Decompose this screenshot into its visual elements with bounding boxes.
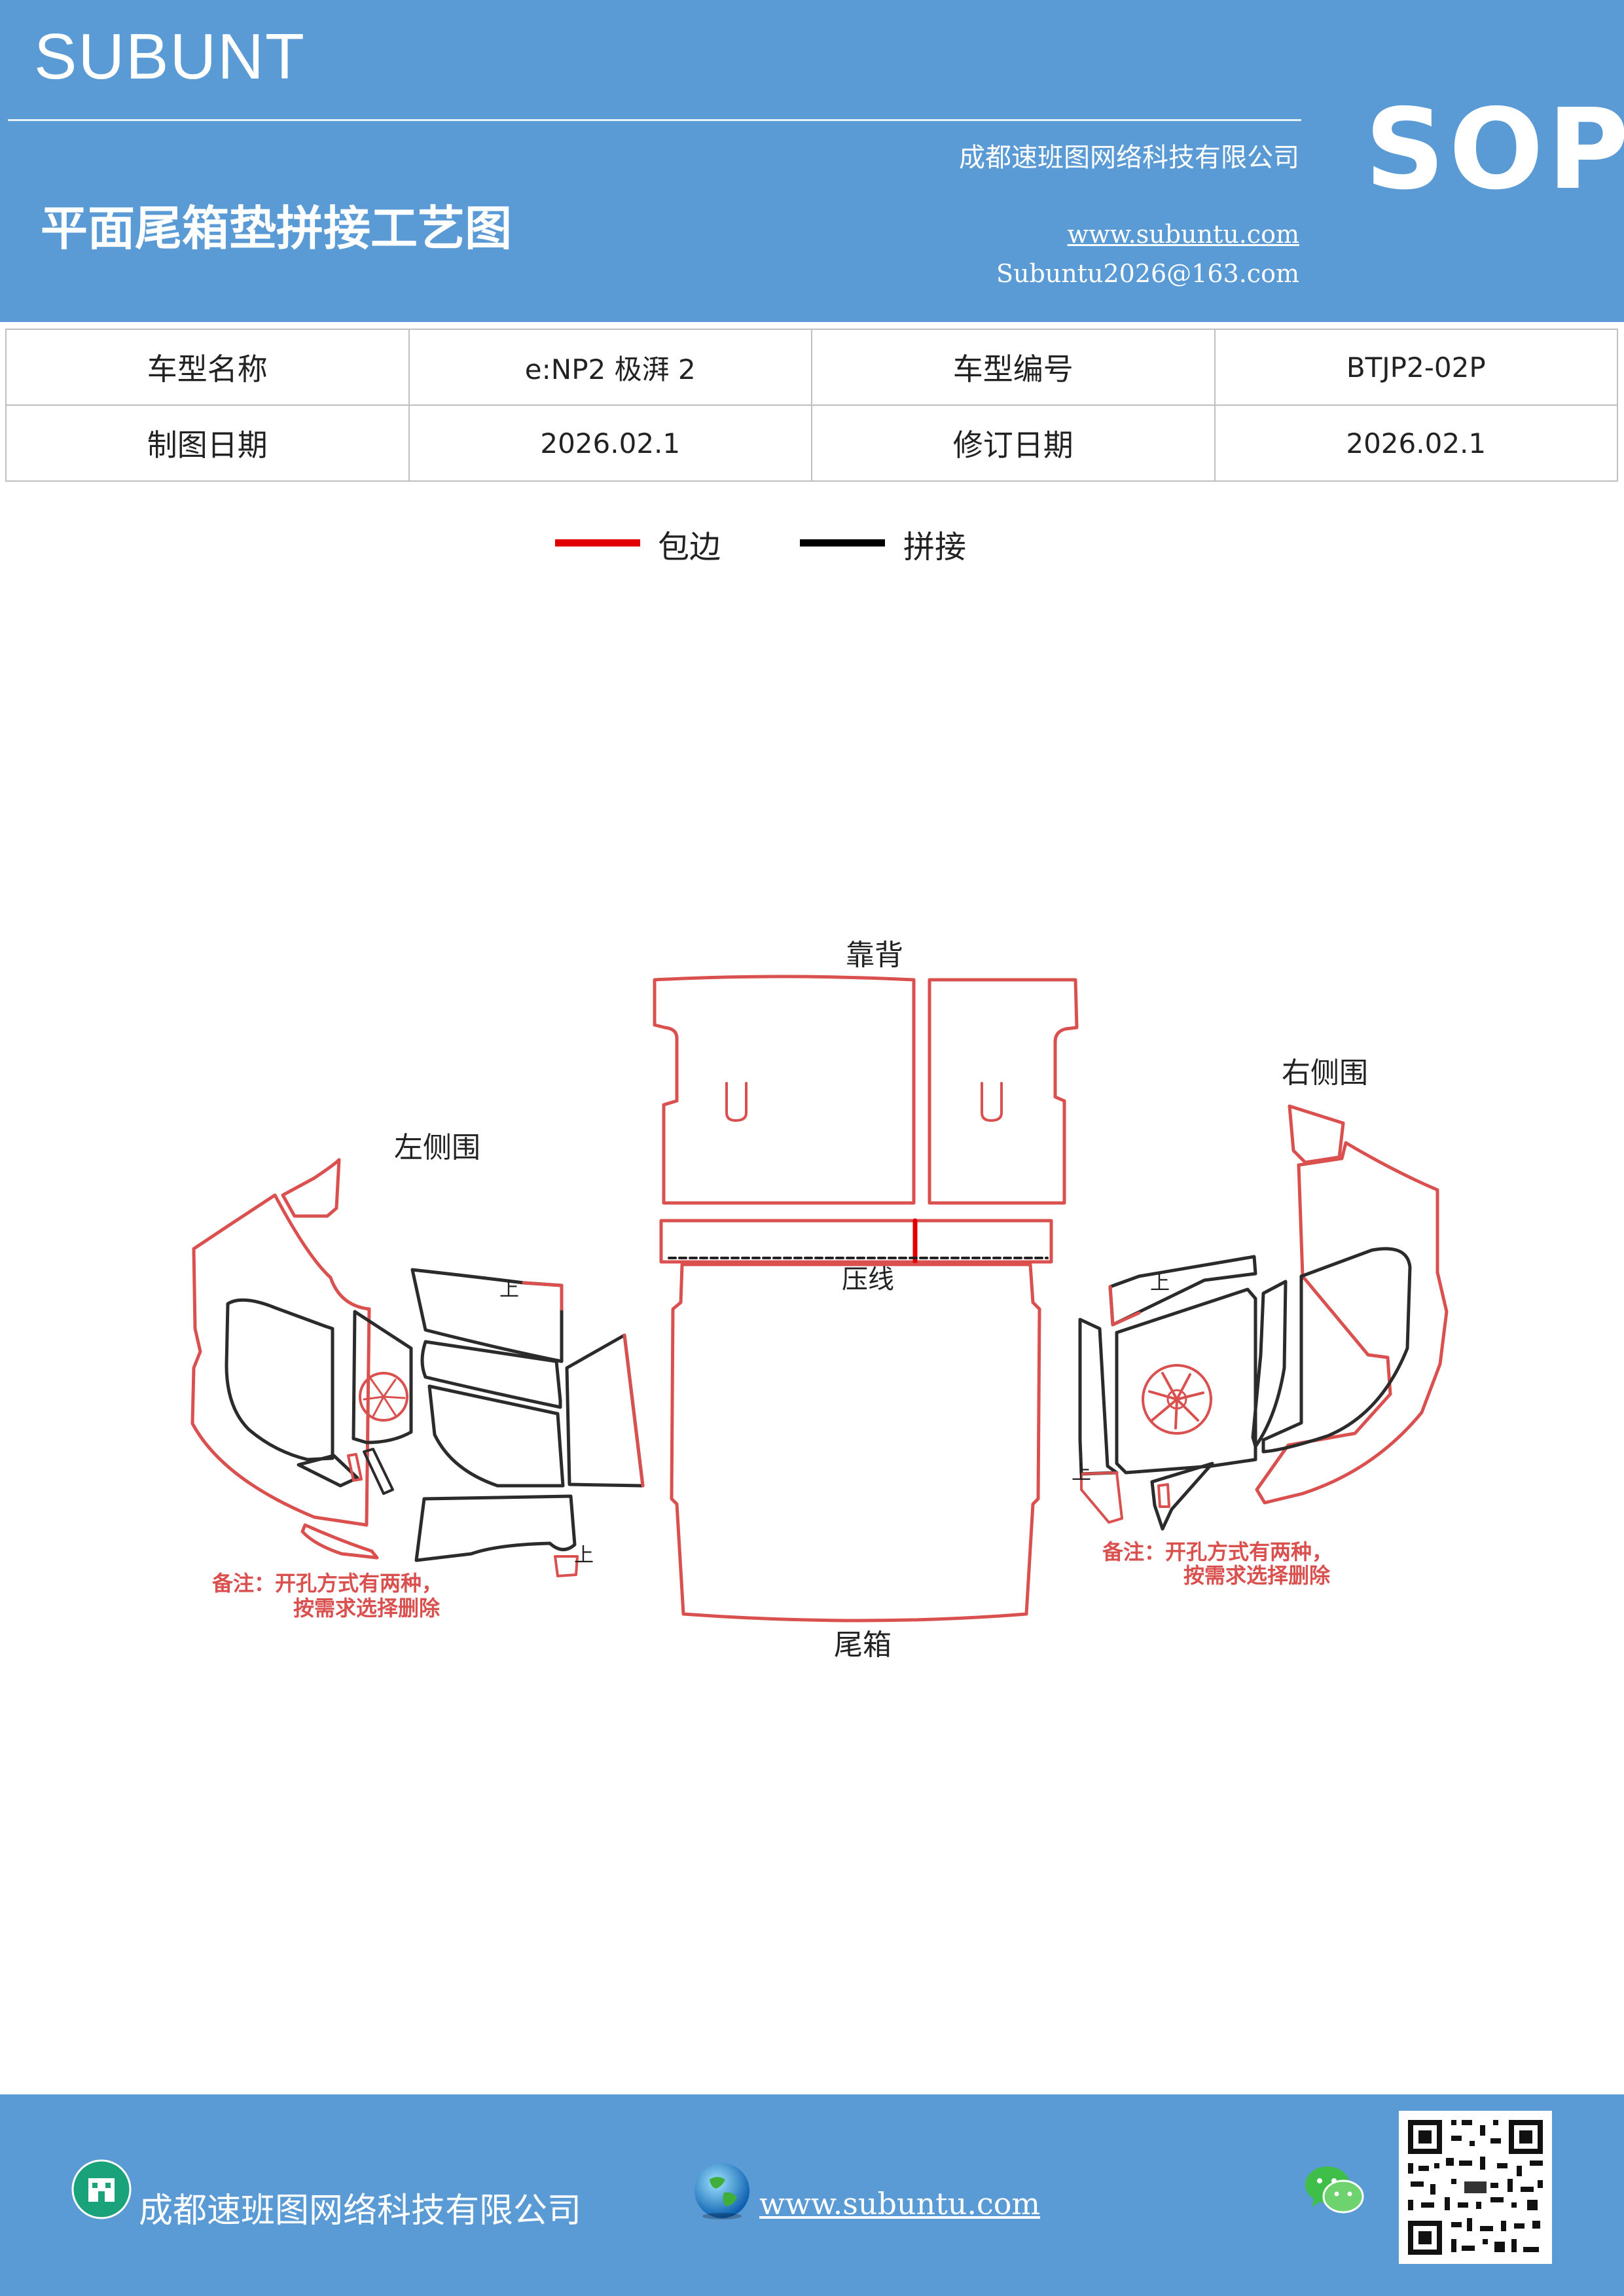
label-press-line: 压线 [842, 1265, 894, 1295]
company-name: 成都速班图网络科技有限公司 [959, 143, 1299, 173]
left-fan-piece [352, 1310, 413, 1444]
left-upper-piece [410, 1268, 564, 1363]
legend-item-edge [555, 517, 686, 576]
left-small-strip [297, 1454, 359, 1488]
table-row: 车型名称 e:NP2 极湃 2 车型编号 BTJP2-02P [5, 329, 1618, 406]
right-main-piece [1115, 1287, 1257, 1475]
left-bottom-piece [414, 1494, 577, 1562]
legend-label-edge: 包边 [658, 529, 721, 565]
model-name-label: 车型名称 [5, 329, 410, 406]
label-right-side: 右侧围 [1282, 1056, 1368, 1090]
right-bottom-tab [1080, 1471, 1123, 1524]
right-tiny-tab [1157, 1483, 1170, 1508]
press-line-strip [659, 1219, 1053, 1264]
note-left-line1: 备注：开孔方式有两种， [212, 1571, 442, 1596]
label-trunk: 尾箱 [834, 1628, 892, 1662]
note-left-line2: 按需求选择删除 [293, 1596, 441, 1621]
label-up-mark: 上 [1072, 1462, 1091, 1484]
legend-swatch-black [800, 539, 885, 547]
left-lower-sliver [300, 1523, 379, 1560]
label-left-side: 左侧围 [394, 1131, 480, 1164]
model-code-label: 车型编号 [811, 329, 1216, 406]
note-right-line1: 备注：开孔方式有两种， [1102, 1539, 1333, 1564]
backrest-left-slot [725, 1082, 748, 1122]
revision-date-value: 2026.02.1 [1214, 404, 1618, 482]
left-tiny-tab-b [363, 1448, 394, 1495]
qr-code-pattern [1399, 2111, 1552, 2264]
draw-date-value: 2026.02.1 [408, 404, 812, 482]
wechat-icon[interactable] [1303, 2162, 1365, 2217]
legend-item-seam [800, 517, 931, 576]
legend-label-seam: 拼接 [903, 529, 967, 565]
brand-name: SUBUNT [34, 20, 306, 92]
left-wedge-piece [565, 1333, 645, 1488]
right-tall-strip [1251, 1280, 1288, 1448]
right-fan-hole [1142, 1364, 1212, 1435]
draw-date-label: 制图日期 [5, 404, 410, 482]
label-backrest: 靠背 [846, 939, 903, 972]
qr-code[interactable] [1399, 2111, 1552, 2264]
email-address: Subuntu2026@163.com [996, 259, 1299, 288]
legend-swatch-red [555, 539, 640, 547]
left-bottom-tab [554, 1555, 579, 1577]
left-curved-piece [225, 1298, 334, 1462]
backrest-right-panel [928, 978, 1079, 1205]
right-fan-blades [1148, 1372, 1204, 1429]
footer-website-link[interactable]: www.subuntu.com [759, 2186, 1041, 2221]
right-fan-hub [1166, 1389, 1187, 1410]
header-banner: SUBUNT 成都速班图网络科技有限公司 平面尾箱垫拼接工艺图 www.subu… [0, 0, 1624, 322]
model-code-value: BTJP2-02P [1214, 329, 1618, 406]
table-row: 制图日期 2026.02.1 修订日期 2026.02.1 [5, 404, 1618, 482]
label-up-mark: 上 [574, 1544, 594, 1567]
website-link[interactable]: www.subuntu.com [1067, 220, 1299, 249]
backrest-right-slot [981, 1082, 1003, 1122]
right-upper-edge [1108, 1285, 1141, 1327]
vehicle-info-table: 车型名称 e:NP2 极湃 2 车型编号 BTJP2-02P 制图日期 2026… [5, 329, 1618, 482]
left-fan-blades [363, 1377, 406, 1418]
right-inner-panel [1261, 1247, 1412, 1454]
right-outer-panel [1255, 1141, 1449, 1505]
right-small-strip [1150, 1462, 1214, 1531]
header-divider [8, 119, 1301, 121]
left-wedge-edge [623, 1333, 645, 1488]
building-icon [71, 2159, 132, 2219]
left-tiny-tab-a [347, 1453, 363, 1482]
left-middle-piece-b [427, 1384, 565, 1488]
footer-banner: 成都速班图网络科技有限公司 www.subuntu.com [0, 2094, 1624, 2296]
left-middle-piece-a [420, 1340, 562, 1409]
note-right-line2: 按需求选择删除 [1183, 1563, 1331, 1588]
revision-date-label: 修订日期 [811, 404, 1216, 482]
left-outer-panel [190, 1193, 371, 1527]
globe-icon [695, 2163, 749, 2219]
trunk-floor-panel [670, 1263, 1041, 1623]
model-name-value: e:NP2 极湃 2 [408, 329, 812, 406]
left-upper-piece-edge [522, 1281, 564, 1311]
document-title: 平面尾箱垫拼接工艺图 [41, 200, 513, 256]
left-fan-hole [359, 1372, 408, 1422]
label-up-mark: 上 [1150, 1272, 1170, 1295]
right-left-piece [1078, 1318, 1119, 1476]
footer-company-name: 成都速班图网络科技有限公司 [139, 2191, 582, 2231]
right-top-small-piece [1288, 1104, 1345, 1164]
backrest-left-panel [653, 975, 916, 1205]
left-top-small-piece [281, 1158, 341, 1218]
label-up-mark: 上 [499, 1278, 519, 1301]
sop-badge: SOP [1365, 85, 1624, 215]
